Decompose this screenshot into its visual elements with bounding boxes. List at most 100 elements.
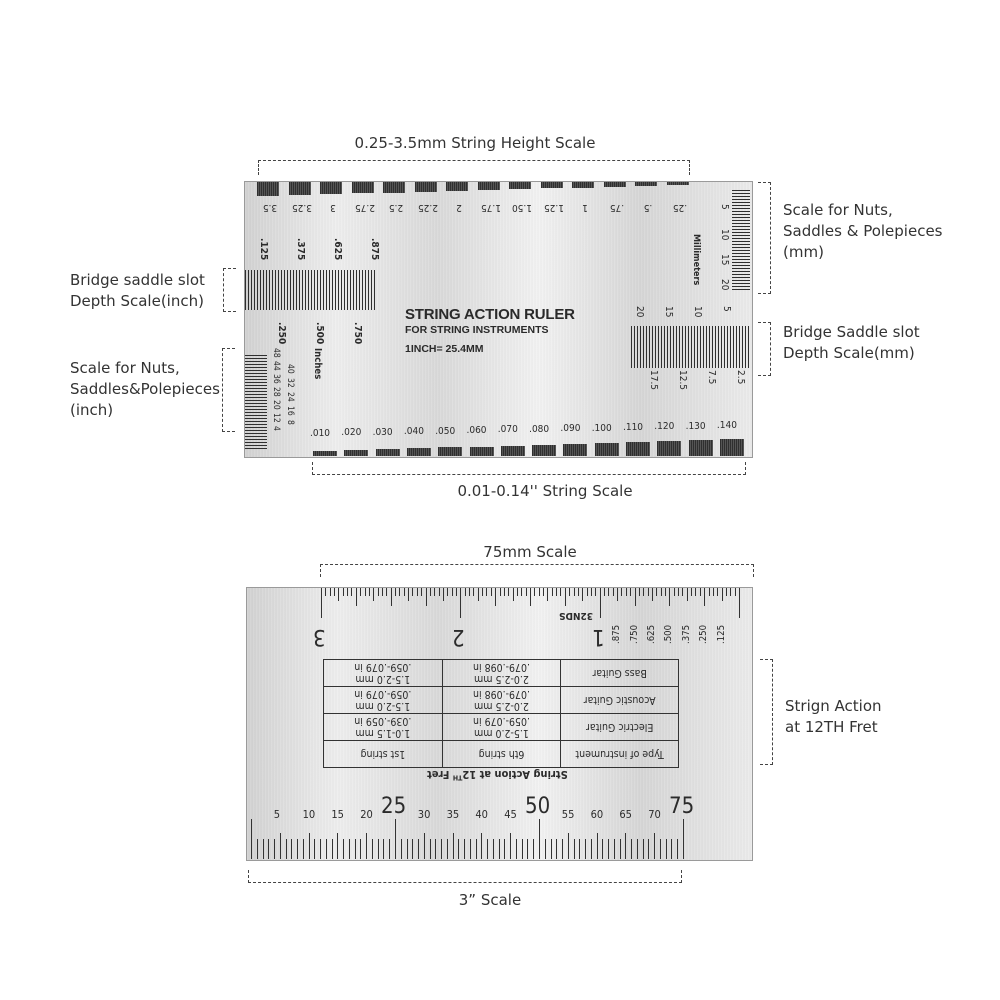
- height-label: 3.5: [262, 202, 278, 213]
- inch-tick: [739, 588, 740, 618]
- mm-tick: [636, 839, 638, 859]
- inch-tick: [351, 588, 353, 596]
- table-caption: String Action at 12TH Fret: [427, 768, 568, 782]
- mm-small-label: 5: [273, 808, 281, 821]
- mm-small-label: 65: [619, 808, 632, 821]
- nut-inch-label: 36: [271, 374, 281, 384]
- bridge-mm-bottom-label: 7.5: [706, 370, 717, 385]
- inch-tick: [617, 588, 619, 601]
- string-notch: [688, 440, 713, 456]
- mm-tick: [337, 833, 339, 859]
- mm-tick: [539, 819, 540, 859]
- mm-tick: [348, 839, 350, 859]
- scale-75-bracket: [320, 564, 754, 577]
- string-label: .030: [372, 426, 393, 438]
- action-callout: Strign Action at 12TH Fret: [785, 697, 882, 736]
- mm-tick: [291, 839, 293, 859]
- mm-tick: [285, 839, 287, 859]
- string-label: .130: [685, 420, 706, 432]
- inch-tick: [695, 588, 697, 596]
- mm-tick: [256, 839, 258, 859]
- inch-tick: [612, 588, 614, 596]
- table-cell: 1.0-1.5 mm .039-.059 in: [323, 713, 443, 741]
- mm-tick: [665, 839, 667, 859]
- fraction-label: .625: [645, 624, 657, 644]
- bridge-mm-callout: Bridge Saddle slot Depth Scale(mm): [783, 323, 920, 362]
- height-label: .5: [643, 202, 653, 213]
- mm-tick: [677, 839, 679, 859]
- height-label: .75: [609, 202, 624, 213]
- string-notch: [438, 447, 463, 456]
- inch-tick: [643, 588, 645, 596]
- mm-tick: [446, 839, 448, 859]
- bridge-mm-top-label: 10: [692, 306, 703, 318]
- mm-tick: [400, 839, 402, 859]
- inch-tick: [368, 588, 370, 596]
- inch-tick: [434, 588, 436, 596]
- height-notch: [257, 182, 279, 196]
- inch-tick: [495, 588, 497, 606]
- table-cell: 2.0-2.5 mm .079-.098 in: [442, 659, 561, 687]
- inch-tick: [521, 588, 523, 596]
- mm-tick: [510, 833, 512, 859]
- mm-big-label: 50: [525, 794, 551, 819]
- inch-tick: [678, 588, 680, 596]
- mm-tick: [654, 833, 656, 859]
- table-header-cell: 1st string: [323, 740, 443, 768]
- inch-tick: [425, 588, 427, 606]
- height-label: 1.25: [543, 202, 564, 213]
- mm-tick: [302, 839, 304, 859]
- height-notch: [603, 182, 626, 187]
- inch-tick: [564, 588, 566, 606]
- mm-tick: [619, 839, 621, 859]
- mm-tick: [475, 839, 477, 859]
- mm-tick: [567, 833, 569, 859]
- mm-tick: [377, 839, 379, 859]
- height-label: 1.50: [511, 202, 533, 213]
- height-label: 2.75: [354, 202, 375, 213]
- millimeters-label: Millimeters: [691, 234, 701, 286]
- mm-tick: [573, 839, 575, 859]
- inch-tick: [503, 588, 505, 596]
- inch-tick: [725, 588, 727, 596]
- string-label: .140: [716, 420, 737, 432]
- table-cell: Bass Guitar: [560, 659, 679, 687]
- nut-inch-scale: [245, 354, 267, 449]
- string-scale-callout: 0.01-0.14'' String Scale: [457, 482, 633, 500]
- mm-edge-scale: [732, 190, 750, 290]
- inch-tick: [355, 588, 357, 606]
- mm-tick: [314, 839, 316, 859]
- nut-inch-label: 8: [285, 420, 295, 425]
- inch-tick: [473, 588, 475, 596]
- height-label: 1.75: [480, 202, 501, 213]
- height-notch: [477, 182, 500, 191]
- mm-tick: [642, 839, 644, 859]
- nuts-mm-bracket: [758, 182, 771, 294]
- height-label: 1: [582, 202, 588, 213]
- inch-tick: [534, 588, 536, 596]
- table-header-cell: 6th string: [442, 740, 561, 768]
- action-bracket: [760, 659, 773, 765]
- mm-small-label: 70: [648, 808, 661, 821]
- string-label: .010: [310, 428, 331, 439]
- string-label: .120: [654, 421, 675, 433]
- mm-tick: [343, 839, 345, 859]
- height-notch: [635, 182, 657, 186]
- string-label: .020: [341, 427, 362, 439]
- mm-tick: [585, 839, 587, 859]
- fraction-label: .250: [698, 624, 710, 644]
- string-notch: [500, 445, 525, 456]
- bridge-inch-scale: [245, 270, 375, 310]
- mm-tick: [452, 833, 454, 859]
- inch-tick: [338, 588, 340, 601]
- bridge-mm-top-label: 15: [663, 306, 674, 318]
- inch-tick: [730, 588, 732, 596]
- string-notch: [532, 444, 557, 456]
- inch-top-label: .125: [258, 238, 269, 261]
- inch-tick: [390, 588, 392, 606]
